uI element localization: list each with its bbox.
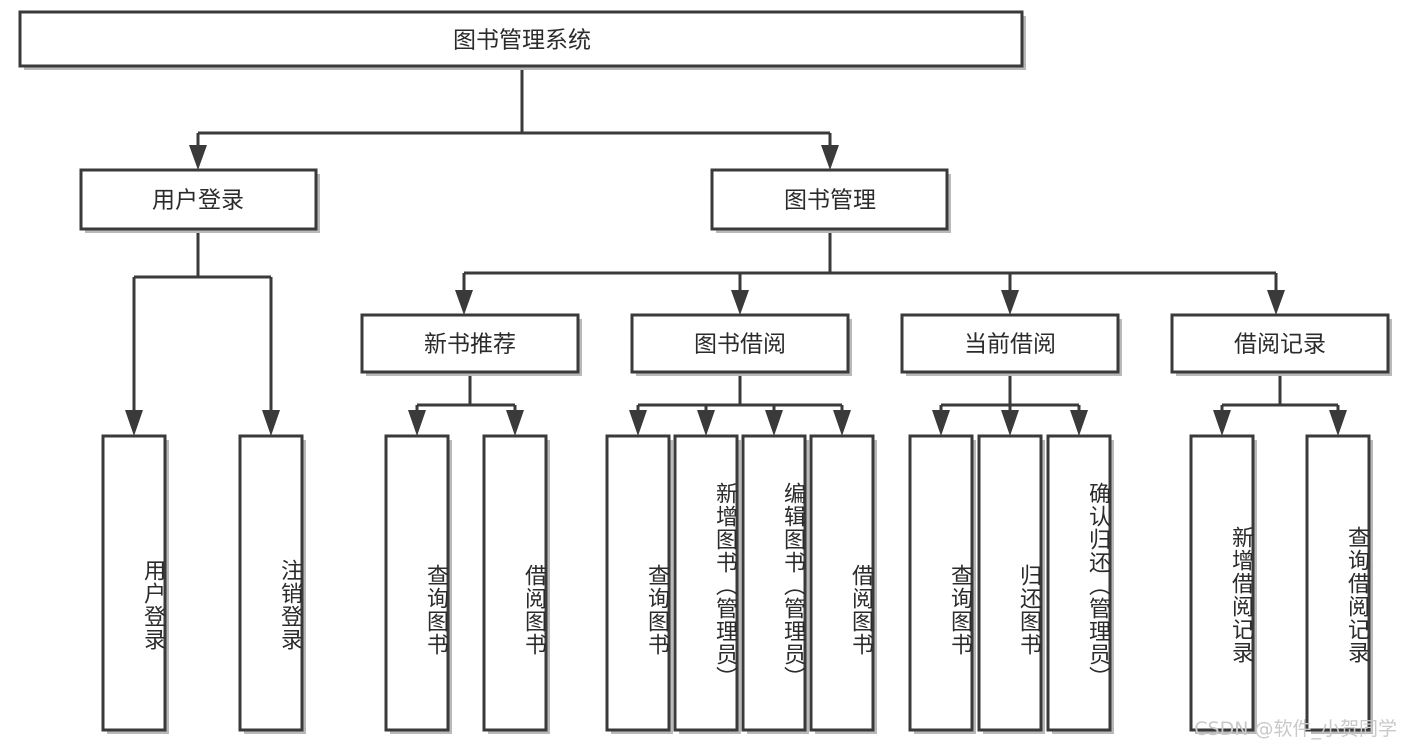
leaf-label-new-book-2: 借阅图书: [521, 564, 546, 656]
leaf-label-current-borrow-2: 归还图书: [1016, 564, 1041, 656]
node-leaf-new-book-2[interactable]: [482, 434, 548, 732]
leaf-label-book-borrow-2: 新增图书（管理员）: [712, 481, 737, 689]
node-leaf-current-borrow-1[interactable]: [908, 434, 974, 732]
arrowhead-user-login: [189, 145, 207, 170]
node-leaf-user-login-2[interactable]: [238, 434, 304, 732]
leaf-label-user-login-1: 用户登录: [140, 559, 165, 651]
node-leaf-borrow-record-2[interactable]: [1305, 434, 1371, 732]
arrowhead-leaf-book-borrow-4: [833, 410, 851, 436]
arrowhead-new-book: [455, 290, 473, 315]
arrowhead-leaf-book-borrow-1: [629, 410, 647, 436]
arrowhead-leaf-user-login-1: [125, 410, 143, 436]
arrowhead-leaf-book-borrow-3: [765, 410, 783, 436]
arrowhead-leaf-current-borrow-1: [932, 410, 950, 436]
arrowhead-current-borrow: [1001, 290, 1019, 315]
leaf-label-book-borrow-4: 借阅图书: [848, 564, 873, 656]
node-leaf-new-book-1[interactable]: [384, 434, 450, 732]
arrowhead-leaf-user-login-2: [262, 410, 280, 436]
node-book-borrow[interactable]: [630, 313, 850, 374]
connector-layer: [125, 69, 1347, 436]
new-book-recommend-label: 新书推荐: [424, 332, 516, 358]
arrowhead-leaf-borrow-record-2: [1329, 410, 1347, 436]
leaf-label-book-borrow-3: 编辑图书（管理员）: [780, 481, 805, 689]
node-new-book-recommend[interactable]: [360, 313, 580, 374]
node-book-manage[interactable]: [710, 168, 949, 231]
label-layer: 图书管理系统 用户登录 图书管理 新书推荐 图书借阅 当前借阅 借阅记录: [152, 28, 1326, 358]
node-current-borrow[interactable]: [900, 313, 1120, 374]
root-label: 图书管理系统: [453, 28, 591, 54]
arrowhead-book-manage: [821, 145, 839, 170]
leaf-label-book-borrow-1: 查询图书: [644, 564, 669, 656]
node-user-login[interactable]: [79, 168, 318, 231]
current-borrow-label: 当前借阅: [964, 332, 1056, 358]
arrowhead-leaf-current-borrow-2: [1001, 410, 1019, 436]
node-leaf-book-borrow-3[interactable]: [741, 434, 807, 732]
leaf-label-borrow-record-2: 查询借阅记录: [1344, 526, 1369, 664]
arrowhead-leaf-book-borrow-2: [697, 410, 715, 436]
node-leaf-book-borrow-4[interactable]: [809, 434, 875, 732]
user-login-label: 用户登录: [152, 188, 244, 214]
arrowhead-leaf-new-book-2: [506, 410, 524, 436]
book-manage-label: 图书管理: [784, 188, 876, 214]
book-borrow-label: 图书借阅: [694, 332, 786, 358]
node-borrow-record[interactable]: [1170, 313, 1390, 374]
leaf-label-current-borrow-1: 查询图书: [947, 564, 972, 656]
node-root[interactable]: [18, 10, 1024, 68]
watermark-text: CSDN @软件_小贺同学: [1194, 718, 1397, 740]
arrowhead-book-borrow: [731, 290, 749, 315]
node-leaf-current-borrow-2[interactable]: [977, 434, 1043, 732]
arrowhead-leaf-current-borrow-3: [1070, 410, 1088, 436]
leaf-label-borrow-record-1: 新增借阅记录: [1228, 526, 1253, 664]
leaf-label-current-borrow-3: 确认归还（管理员）: [1085, 481, 1110, 689]
arrowhead-borrow-record: [1267, 290, 1285, 315]
arrowhead-leaf-borrow-record-1: [1213, 410, 1231, 436]
leaf-label-new-book-1: 查询图书: [423, 564, 448, 656]
node-leaf-current-borrow-3[interactable]: [1046, 434, 1112, 732]
node-leaf-book-borrow-2[interactable]: [673, 434, 739, 732]
borrow-record-label: 借阅记录: [1234, 332, 1326, 358]
arrowhead-leaf-new-book-1: [408, 410, 426, 436]
node-leaf-borrow-record-1[interactable]: [1189, 434, 1255, 732]
node-leaf-user-login-1[interactable]: [101, 434, 167, 732]
node-leaf-book-borrow-1[interactable]: [605, 434, 671, 732]
node-layer: [18, 10, 1392, 734]
leaf-label-user-login-2: 注销登录: [277, 559, 302, 651]
